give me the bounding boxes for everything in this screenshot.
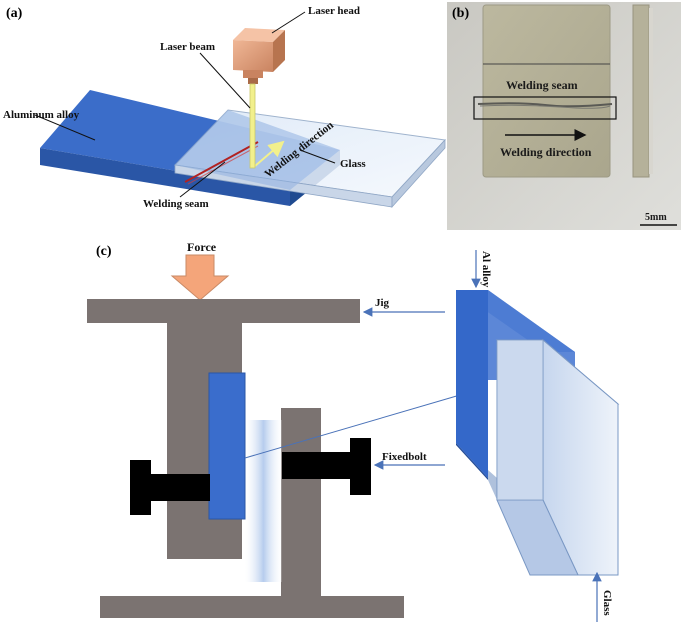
welding-seam-leader [179, 161, 226, 198]
panel-a-label: (a) [6, 6, 23, 21]
laser-beam-label: Laser beam [160, 41, 215, 53]
welding-direction-arrow [254, 140, 285, 167]
jig [87, 299, 404, 618]
glass-label-c: Glass [601, 590, 613, 616]
laser-head-label: Laser head [308, 5, 360, 17]
welding-seam-label-b: Welding seam [506, 78, 578, 92]
aluminum-sample-c [208, 372, 246, 520]
panel-c-label: (c) [96, 244, 112, 259]
welding-seam-label-a: Welding seam [143, 198, 209, 210]
laser-beam-leader [199, 52, 251, 109]
welding-seam-shadow [187, 145, 259, 185]
aluminum-alloy-label: Aluminum alloy [3, 109, 80, 121]
laser-head [233, 28, 285, 84]
aluminum-alloy-leader [34, 114, 96, 141]
force-arrow [170, 254, 230, 301]
jig-label: Jig [375, 297, 390, 309]
force-label: Force [187, 240, 217, 254]
laser-beam [249, 83, 256, 169]
glass-label-a: Glass [340, 158, 366, 170]
assembly-3d-view [456, 290, 620, 576]
scale-bar-label: 5mm [645, 212, 667, 223]
welding-direction-label-b: Welding direction [500, 145, 592, 159]
fixedbolt-label: Fixedbolt [382, 451, 427, 463]
welding-seam-line [184, 141, 259, 183]
laser-head-leader [271, 11, 306, 34]
glass-leader [299, 149, 336, 164]
fixed-bolt-right [282, 438, 371, 495]
al-alloy-label: Al alloy [480, 251, 492, 288]
detail-connector-line [244, 394, 461, 459]
glass-sample-c [245, 420, 282, 582]
panel-b-label: (b) [452, 6, 469, 21]
photo-panel-b [447, 2, 681, 230]
fixed-bolt-left [130, 460, 210, 515]
